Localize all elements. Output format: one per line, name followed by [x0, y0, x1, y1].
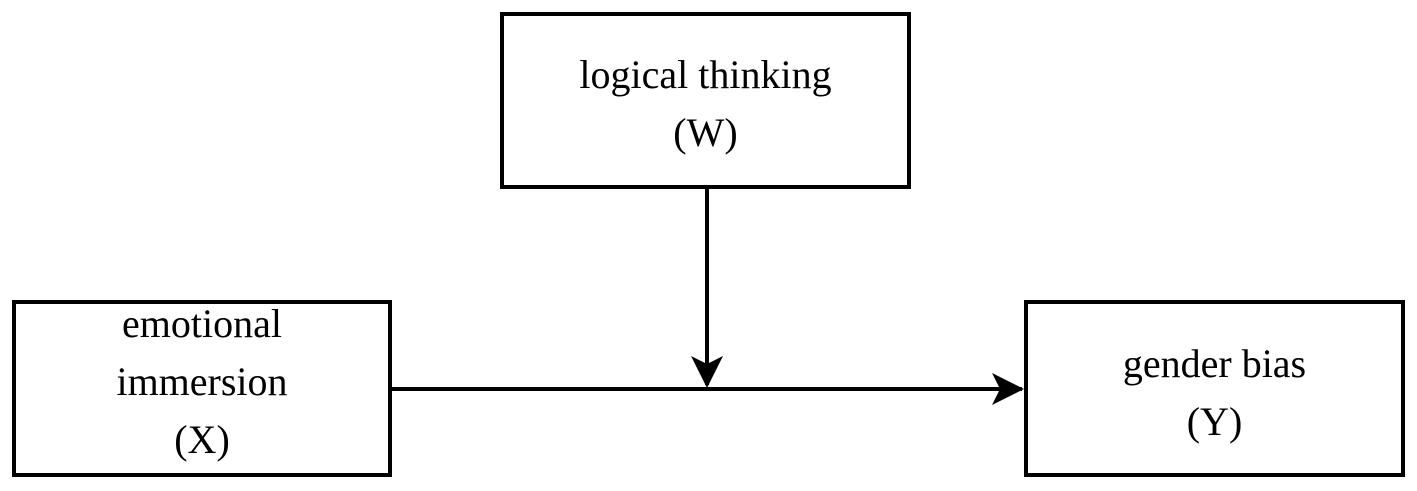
dependent-label: gender bias: [1122, 340, 1307, 386]
dependent-box-gender-bias: gender bias (Y): [1024, 300, 1405, 477]
moderator-symbol: (W): [673, 109, 738, 155]
independent-box-emotional-immersion: emotional immersion (X): [12, 300, 392, 477]
moderator-label: logical thinking: [579, 51, 832, 97]
independent-label-line1: emotional: [122, 301, 282, 346]
arrowhead-x-to-y: [992, 373, 1024, 405]
arrowhead-w-to-path: [691, 356, 723, 388]
moderator-box-logical-thinking: logical thinking (W): [500, 12, 911, 189]
independent-label-line2: immersion: [116, 359, 288, 404]
independent-symbol: (X): [174, 417, 230, 462]
dependent-symbol: (Y): [1186, 398, 1243, 444]
